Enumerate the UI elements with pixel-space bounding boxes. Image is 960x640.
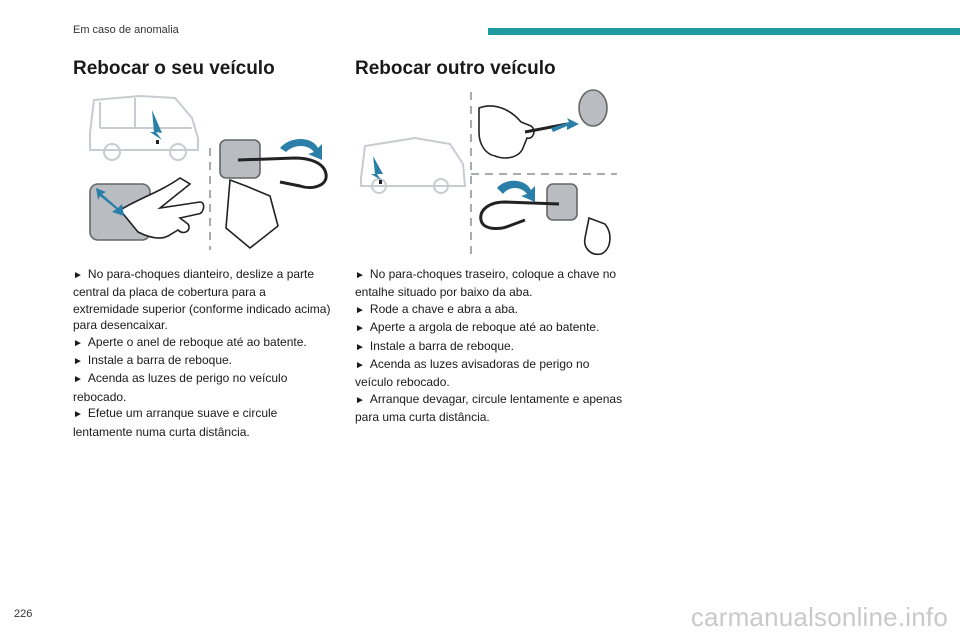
arrow-icon <box>150 110 162 140</box>
step: ►Arranque devagar, circule lentamente e … <box>355 391 623 425</box>
step: ►Aperte a argola de reboque até ao baten… <box>355 320 600 335</box>
arrow-icon <box>371 156 383 180</box>
van-front-outline <box>89 94 199 161</box>
arrow-icon <box>551 118 579 132</box>
tow-ring-icon <box>479 183 611 256</box>
left-instructions: ►No para-choques dianteiro, deslize a pa… <box>73 266 335 440</box>
step: ►Acenda as luzes avisadoras de perigo no… <box>355 357 590 390</box>
step: ►Instale a barra de reboque. <box>73 353 233 368</box>
hand-icon <box>89 177 205 241</box>
step: ►Instale a barra de reboque. <box>355 338 515 353</box>
header-accent-bar <box>488 28 960 35</box>
step: ►No para-choques traseiro, coloque a cha… <box>355 267 617 300</box>
rotate-arrow-icon <box>497 180 535 202</box>
left-title: Rebocar o seu veículo <box>73 58 275 79</box>
page-number: 226 <box>14 608 33 620</box>
step: ►Aperte o anel de reboque até ao batente… <box>73 334 307 349</box>
illustration-rear-towing <box>360 89 617 256</box>
rotate-arrow-icon <box>280 139 322 160</box>
watermark: carmanualsonline.info <box>690 602 948 632</box>
right-title: Rebocar outro veículo <box>355 58 556 79</box>
van-rear-outline <box>360 136 467 194</box>
step: ►Acenda as luzes de perigo no veículo re… <box>73 371 288 404</box>
step: ►No para-choques dianteiro, deslize a pa… <box>73 267 331 333</box>
step: ►Rode a chave e abra a aba. <box>355 301 519 316</box>
step: ►Efetue um arranque suave e circule lent… <box>73 406 278 439</box>
tow-ring-icon <box>219 139 328 250</box>
illustration-front-towing <box>89 94 328 250</box>
hand-key-icon <box>478 89 608 159</box>
double-arrow-icon <box>96 188 124 216</box>
section-label: Em caso de anomalia <box>73 24 179 36</box>
right-instructions: ►No para-choques traseiro, coloque a cha… <box>355 266 627 426</box>
